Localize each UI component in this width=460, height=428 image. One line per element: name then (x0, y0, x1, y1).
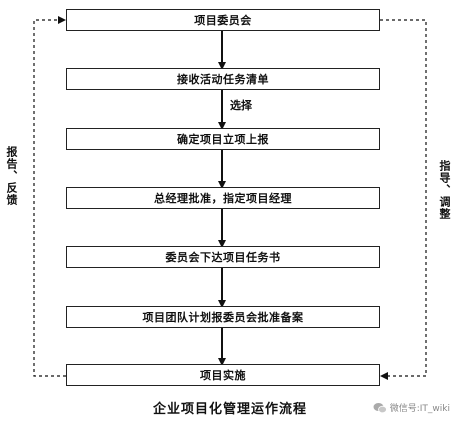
step-receive-task-list: 接收活动任务清单 (66, 68, 380, 90)
diagram-caption: 企业项目化管理运作流程 (152, 402, 307, 417)
edge-label-select: 选择 (230, 99, 252, 112)
step-project-committee: 项目委员会 (66, 9, 380, 31)
step-confirm-project-report: 确定项目立项上报 (66, 128, 380, 150)
wechat-icon (373, 402, 387, 413)
step-gm-approve-assign-pm: 总经理批准，指定项目经理 (66, 187, 380, 209)
left-loop-label: 报告、反馈 (5, 146, 18, 206)
step-project-implementation: 项目实施 (66, 364, 380, 386)
right-guidance-loop (380, 19, 427, 377)
left-loop-arrowhead (58, 16, 66, 24)
right-loop-arrowhead (380, 372, 388, 380)
step-committee-issue-charter: 委员会下达项目任务书 (66, 246, 380, 268)
watermark-text: 微信号:IT_wiki (389, 404, 450, 414)
step-team-plan-approval: 项目团队计划报委员会批准备案 (66, 306, 380, 328)
left-feedback-loop (33, 19, 66, 377)
right-loop-label: 指导、调整 (438, 160, 451, 220)
watermark: 微信号:IT_wiki (373, 401, 450, 414)
